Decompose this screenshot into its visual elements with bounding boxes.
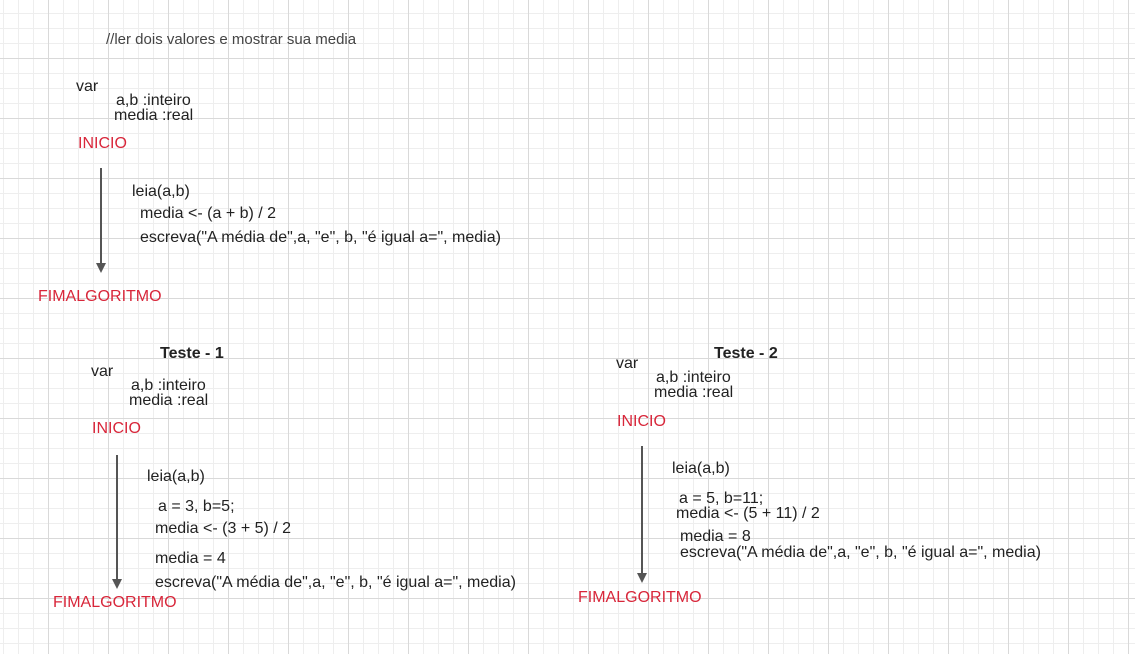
var-label: var (76, 78, 99, 95)
test2-code-line-values: a = 5, b=11; (679, 490, 764, 507)
test1-code-line-read: leia(a,b) (147, 468, 205, 485)
test2-fimalgoritmo-keyword: FIMALGORITMO (578, 589, 702, 606)
test1-declaration-ab: a,b :inteiro (131, 377, 206, 394)
test2-flow-arrow (637, 446, 647, 583)
test2-declaration-ab: a,b :inteiro (656, 369, 731, 386)
declaration-ab: a,b :inteiro (116, 92, 191, 109)
test1-flow-arrow (112, 455, 122, 589)
test1-fimalgoritmo-keyword: FIMALGORITMO (53, 594, 177, 611)
fimalgoritmo-keyword: FIMALGORITMO (38, 288, 162, 305)
test2-var-label: var (616, 355, 639, 372)
test1-code-line-media-calc: media <- (3 + 5) / 2 (155, 520, 292, 537)
test1-title: Teste - 1 (160, 345, 224, 362)
test1-code-line-values: a = 3, b=5; (158, 498, 235, 515)
test2-title: Teste - 2 (714, 345, 778, 362)
test1-var-label: var (91, 363, 114, 380)
test1-code-line-write: escreva("A média de",a, "e", b, "é igual… (155, 574, 516, 591)
algorithm-comment: //ler dois valores e mostrar sua media (106, 31, 357, 48)
test2-code-line-media-calc: media <- (5 + 11) / 2 (676, 505, 820, 522)
test2-inicio-keyword: INICIO (617, 413, 666, 430)
flow-arrow (96, 168, 106, 273)
test2-code-line-write: escreva("A média de",a, "e", b, "é igual… (680, 544, 1041, 561)
test1-declaration-media: media :real (129, 392, 209, 409)
test1-inicio-keyword: INICIO (92, 420, 141, 437)
test1-code-line-media-result: media = 4 (155, 550, 226, 567)
code-line-read: leia(a,b) (132, 183, 190, 200)
inicio-keyword: INICIO (78, 135, 127, 152)
test2-code-line-read: leia(a,b) (672, 460, 730, 477)
declaration-media: media :real (114, 107, 194, 124)
test2-code-line-media-result: media = 8 (680, 528, 751, 545)
code-line-media-calc: media <- (a + b) / 2 (140, 205, 277, 222)
code-line-write: escreva("A média de",a, "e", b, "é igual… (140, 229, 501, 246)
test2-declaration-media: media :real (654, 384, 734, 401)
